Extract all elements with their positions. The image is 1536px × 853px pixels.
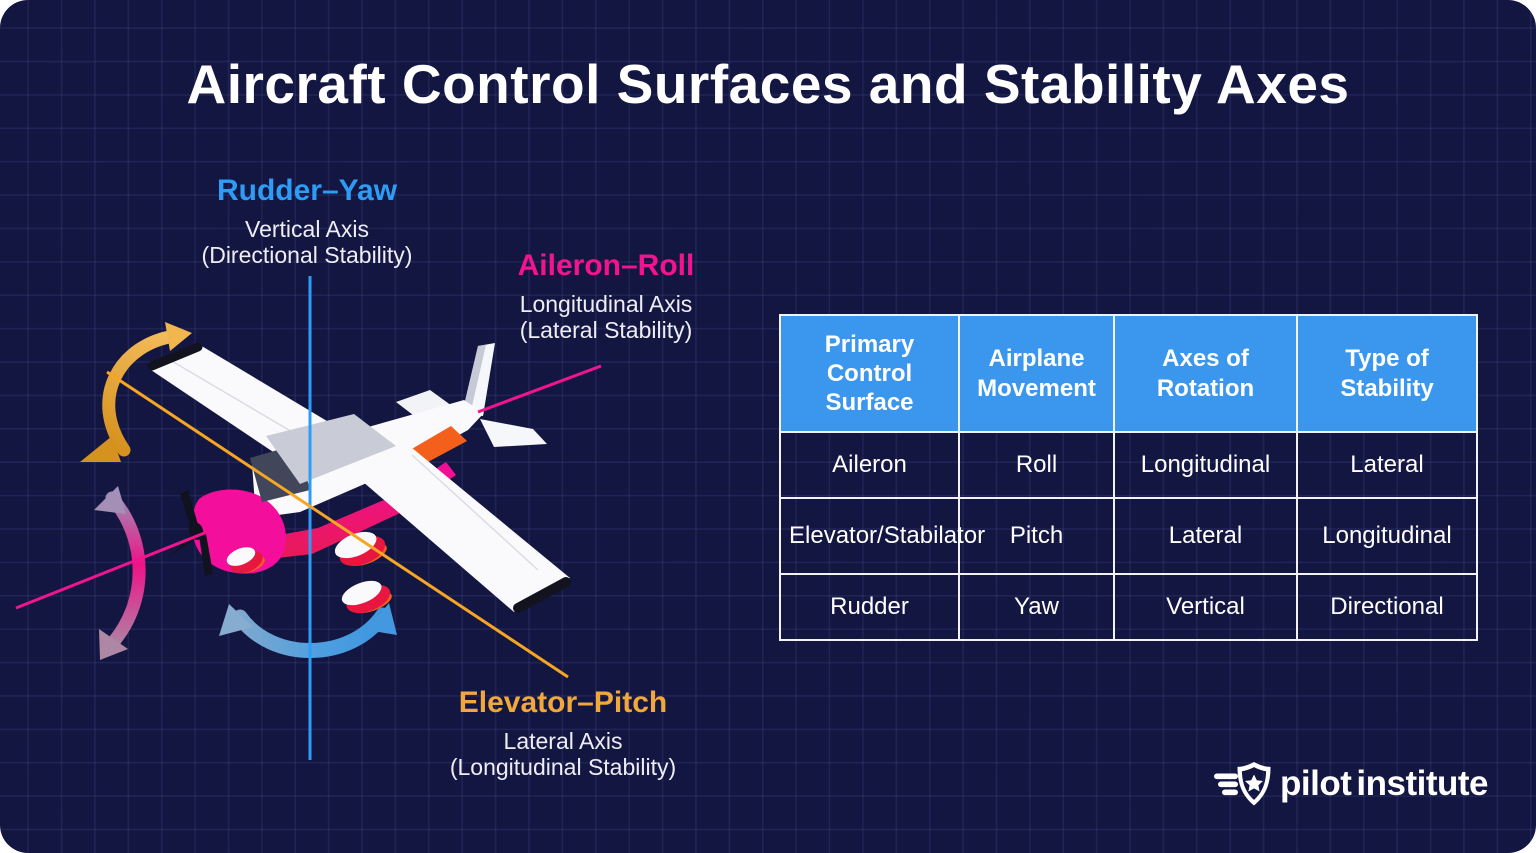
landing-gear xyxy=(226,531,392,613)
cell-surface: Elevator/Stabilator xyxy=(779,497,985,575)
vertical-fin xyxy=(462,343,495,416)
fuselage xyxy=(252,400,484,518)
wings xyxy=(147,342,571,613)
cell-stability: Directional xyxy=(1296,573,1478,641)
cell-stability: Longitudinal xyxy=(1296,497,1478,575)
brand-second-word: institute xyxy=(1356,764,1488,803)
rudder-yaw-label: Rudder–Yaw Vertical Axis (Directional St… xyxy=(147,174,467,269)
control-surfaces-table: Primary Control Surface Airplane Movemen… xyxy=(779,314,1478,641)
elevator-pitch-label: Elevator–Pitch Lateral Axis (Longitudina… xyxy=(403,686,723,781)
page-title: Aircraft Control Surfaces and Stability … xyxy=(186,53,1350,115)
roll-rotation-arrow xyxy=(94,486,146,660)
fuselage-belly xyxy=(252,462,456,560)
header-airplane-movement: Airplane Movement xyxy=(958,314,1115,433)
left-stabilizer xyxy=(396,390,470,431)
rudder-axis-text: Vertical Axis xyxy=(245,215,369,242)
aileron-roll-label: Aileron–Roll Longitudinal Axis (Lateral … xyxy=(446,249,766,344)
elevator-pitch-heading: Elevator–Pitch xyxy=(458,686,668,719)
airplane-graphic xyxy=(147,342,571,613)
header-primary-control-surface: Primary Control Surface xyxy=(779,314,960,433)
header-axes-of-rotation: Axes of Rotation xyxy=(1113,314,1298,433)
brand-first-word: pilot xyxy=(1280,764,1352,803)
fuselage-orange-accent xyxy=(386,426,467,477)
lateral-axis-line xyxy=(106,370,569,679)
table-row: Aileron Roll Longitudinal Lateral xyxy=(779,431,1478,499)
longitudinal-axis-line-rear xyxy=(477,364,602,414)
nose-cowl xyxy=(192,489,286,574)
table-row: Elevator/Stabilator Pitch Lateral Longit… xyxy=(779,497,1478,575)
elevator-axis-text: Lateral Axis xyxy=(503,727,623,754)
propeller xyxy=(170,490,213,576)
cell-axis: Vertical xyxy=(1113,573,1298,641)
table-header-row: Primary Control Surface Airplane Movemen… xyxy=(779,314,1478,433)
cell-movement: Roll xyxy=(958,431,1115,499)
cell-stability: Lateral xyxy=(1296,431,1478,499)
header-type-of-stability: Type of Stability xyxy=(1296,314,1478,433)
cell-axis: Lateral xyxy=(1113,497,1298,575)
cell-movement: Pitch xyxy=(958,497,1115,575)
aileron-roll-heading: Aileron–Roll xyxy=(517,249,695,282)
right-stabilizer xyxy=(480,419,547,447)
windshield xyxy=(250,444,310,502)
pitch-rotation-arrow xyxy=(80,322,192,462)
yaw-rotation-arrow xyxy=(219,603,397,658)
wing-center-canopy xyxy=(266,414,396,484)
fin-shading xyxy=(462,344,486,415)
pilot-institute-badge-icon xyxy=(1214,762,1271,806)
elevator-stability-text: (Longitudinal Stability) xyxy=(449,754,677,781)
cell-movement: Yaw xyxy=(958,573,1115,641)
aileron-stability-text: (Lateral Stability) xyxy=(519,317,693,344)
aileron-axis-text: Longitudinal Axis xyxy=(519,290,693,317)
table-row: Rudder Yaw Vertical Directional xyxy=(779,573,1478,641)
longitudinal-axis-line-front xyxy=(15,530,208,610)
rudder-stability-text: (Directional Stability) xyxy=(201,242,413,269)
rudder-yaw-heading: Rudder–Yaw xyxy=(216,174,398,207)
cell-surface: Aileron xyxy=(779,431,960,499)
cell-axis: Longitudinal xyxy=(1113,431,1298,499)
cell-surface: Rudder xyxy=(779,573,960,641)
